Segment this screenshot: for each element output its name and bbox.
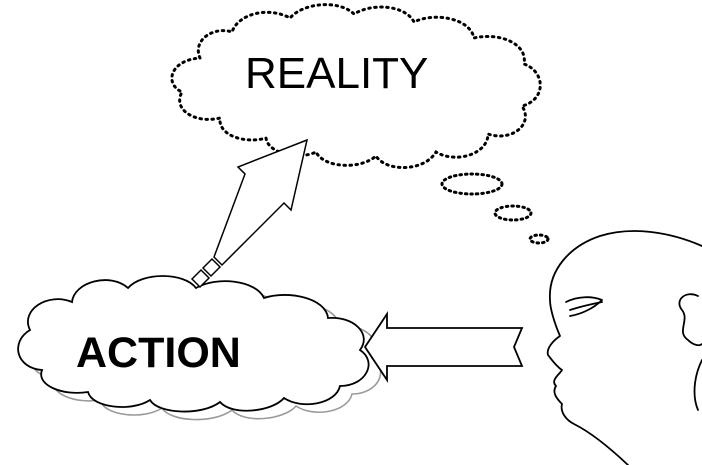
person-head — [546, 230, 702, 465]
arrow-person-to-action — [363, 311, 524, 383]
head-outline — [546, 230, 702, 465]
ear — [678, 293, 702, 347]
arrow-action-to-reality — [190, 138, 309, 289]
arrow-tail-segment — [190, 268, 211, 289]
arrow-tail-segment — [201, 257, 222, 278]
action-cloud — [17, 275, 370, 413]
thought-bubble-medium — [493, 204, 533, 222]
thought-bubble-large — [440, 172, 504, 196]
reality-thought-cloud — [170, 3, 542, 169]
action-label: ACTION — [76, 329, 241, 377]
eye-line — [569, 301, 603, 311]
eye — [565, 296, 603, 317]
thought-bubble-small — [528, 233, 550, 245]
arrow-shaft — [213, 138, 309, 267]
reality-label: REALITY — [245, 49, 429, 98]
back-of-head — [693, 359, 702, 411]
thought-bubbles — [440, 172, 550, 245]
